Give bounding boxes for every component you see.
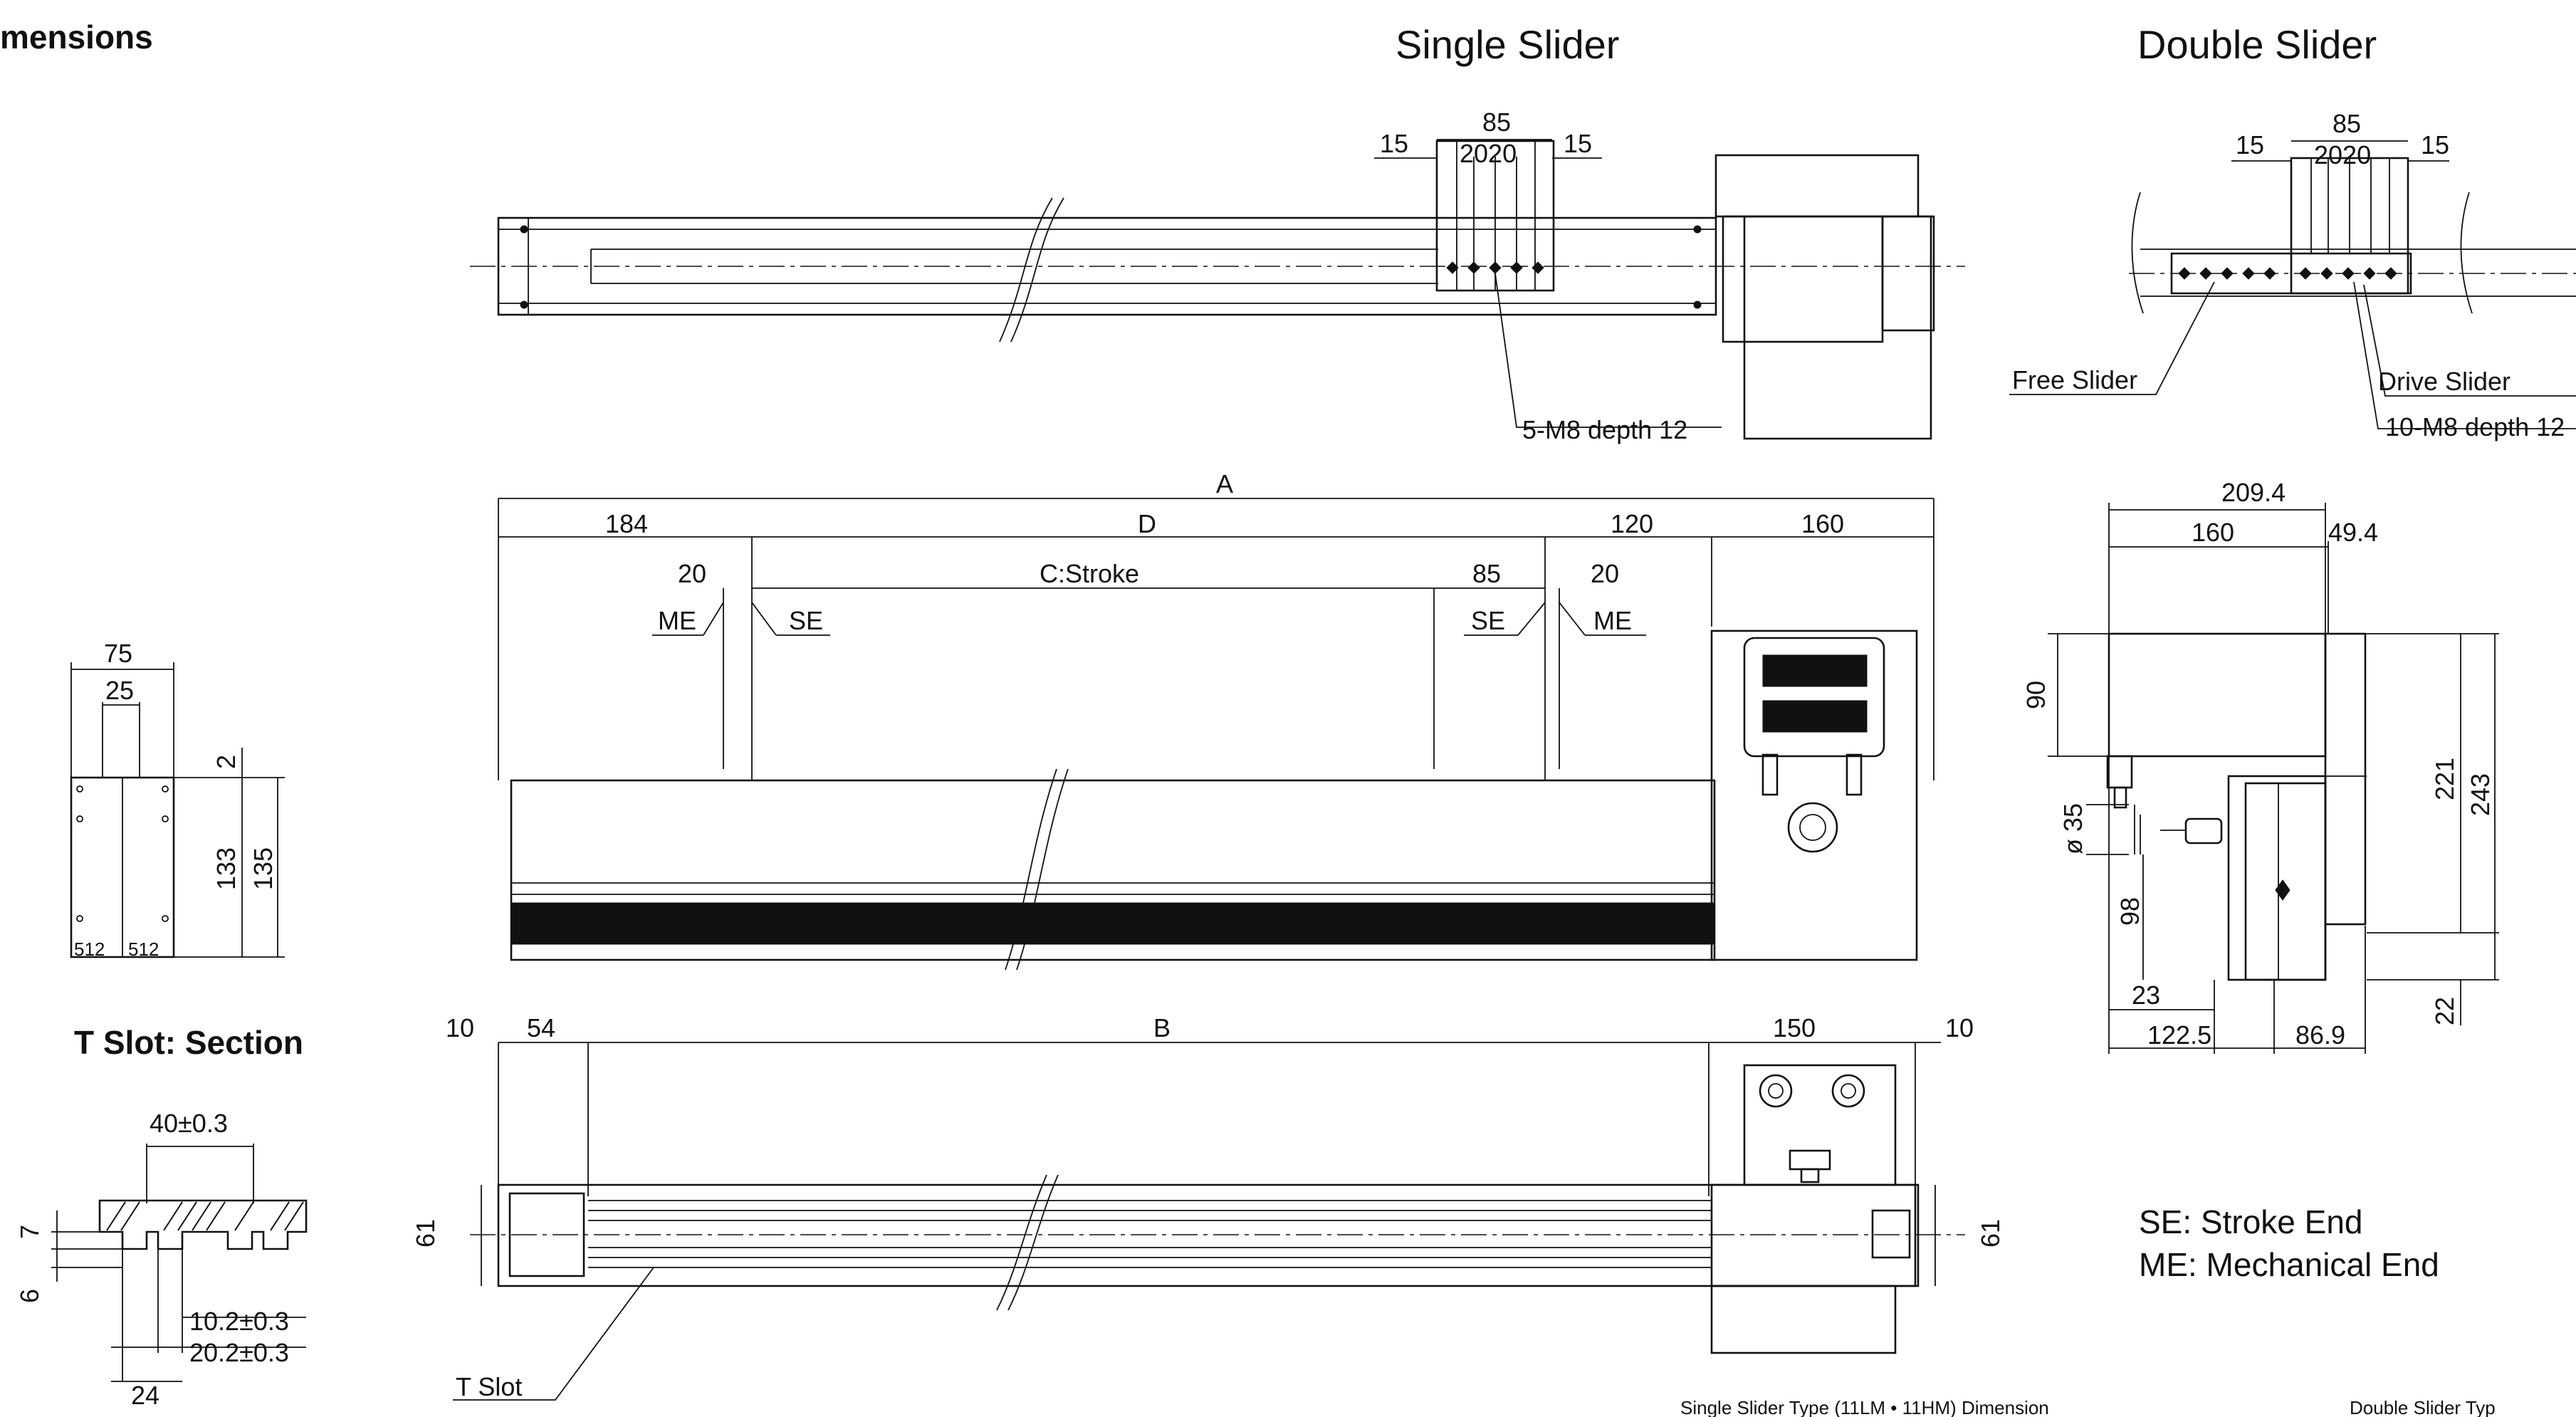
dim-b: B bbox=[1153, 1013, 1171, 1042]
top-view-single: 15 85 2020 15 5-M8 depth 12 bbox=[470, 108, 1965, 444]
dim-120: 120 bbox=[1611, 509, 1653, 538]
dim-t-40: 40±0.3 bbox=[150, 1109, 228, 1138]
dim-10-right: 10 bbox=[1945, 1013, 1974, 1042]
dim-61-right: 61 bbox=[1976, 1219, 2005, 1248]
double-slider-top-view: 15 85 2020 15 Free Slider Drive Slider 1… bbox=[2009, 109, 2576, 441]
section-title: mensions bbox=[0, 19, 153, 56]
slider-holes-double bbox=[2178, 267, 2397, 280]
dim-t-6: 6 bbox=[15, 1289, 44, 1303]
dim-r23: 23 bbox=[2132, 981, 2160, 1010]
dim-t-20: 20.2±0.3 bbox=[189, 1338, 289, 1367]
single-slider-heading: Single Slider bbox=[1396, 22, 1619, 67]
bottom-view: 10 54 B 150 10 61 61 bbox=[411, 1013, 2005, 1401]
dim-t-10: 10.2±0.3 bbox=[189, 1307, 289, 1336]
dim-dbl-85: 85 bbox=[2332, 109, 2361, 138]
dim-10-left: 10 bbox=[446, 1013, 474, 1042]
label-se-right: SE bbox=[1471, 606, 1505, 635]
t-slot-section: T Slot: Section 40±0.3 7 6 10.2±0.3 2 bbox=[15, 1024, 308, 1410]
dim-49: 49.4 bbox=[2328, 518, 2378, 547]
dim-dbl-15-left: 15 bbox=[2236, 130, 2264, 160]
dim-t-24: 24 bbox=[131, 1381, 159, 1410]
dim-160: 160 bbox=[1801, 509, 1844, 538]
end-view: 75 25 512 512 2 133 135 bbox=[70, 639, 285, 960]
dim-2: 2 bbox=[211, 755, 241, 769]
t-slot-hatching bbox=[106, 1201, 304, 1231]
dim-54: 54 bbox=[527, 1013, 555, 1042]
callout-t-slot: T Slot bbox=[456, 1372, 522, 1401]
dim-85: 85 bbox=[1472, 559, 1501, 588]
dim-top-2020: 2020 bbox=[1460, 139, 1517, 168]
rail-grooves bbox=[588, 1200, 1712, 1268]
motor-connector-fins bbox=[1762, 654, 1868, 733]
slider-holes-single bbox=[1446, 261, 1544, 274]
double-slider-heading: Double Slider bbox=[2137, 22, 2377, 67]
dim-dbl-2020: 2020 bbox=[2314, 140, 2371, 169]
dim-r22: 22 bbox=[2430, 997, 2459, 1025]
callout-free-slider: Free Slider bbox=[2012, 365, 2137, 394]
dim-512-a: 512 bbox=[74, 938, 105, 960]
dim-r221: 221 bbox=[2430, 758, 2459, 800]
caption-double: Double Slider Typ bbox=[2350, 1397, 2496, 1417]
right-side-view: 209.4 160 49.4 90 ø 35 98 221 243 bbox=[2021, 478, 2499, 1054]
legend-me: ME: Mechanical End bbox=[2139, 1246, 2439, 1283]
callout-single-holes: 5-M8 depth 12 bbox=[1522, 415, 1687, 444]
caption-single: Single Slider Type (11LM • 11HM) Dimensi… bbox=[1680, 1397, 2049, 1417]
legend-se: SE: Stroke End bbox=[2139, 1203, 2363, 1240]
dim-d: D bbox=[1138, 509, 1156, 538]
dim-top-15-right: 15 bbox=[1564, 129, 1592, 158]
dim-r86: 86.9 bbox=[2295, 1020, 2345, 1050]
dim-r90: 90 bbox=[2021, 681, 2051, 709]
dim-75: 75 bbox=[104, 639, 132, 668]
label-me-right: ME bbox=[1593, 606, 1632, 635]
dim-25: 25 bbox=[105, 676, 134, 705]
dim-r98: 98 bbox=[2115, 897, 2145, 926]
dim-dbl-15-right: 15 bbox=[2421, 130, 2449, 160]
dim-top-15-left: 15 bbox=[1380, 129, 1408, 158]
dim-r122: 122.5 bbox=[2147, 1020, 2211, 1050]
dim-184: 184 bbox=[605, 509, 648, 538]
t-slot-section-heading: T Slot: Section bbox=[74, 1024, 303, 1061]
dim-r243: 243 bbox=[2466, 773, 2495, 816]
dim-61-left: 61 bbox=[411, 1219, 440, 1248]
dim-a: A bbox=[1216, 469, 1233, 498]
dim-150: 150 bbox=[1773, 1013, 1816, 1042]
dim-209: 209.4 bbox=[2221, 478, 2286, 507]
dim-135: 135 bbox=[248, 847, 278, 890]
callout-drive-slider: Drive Slider bbox=[2378, 367, 2510, 396]
dim-r35: ø 35 bbox=[2058, 803, 2088, 854]
callout-double-holes: 10-M8 depth 12 bbox=[2385, 412, 2565, 441]
label-me-left: ME bbox=[658, 606, 696, 635]
dim-top-85: 85 bbox=[1482, 108, 1511, 137]
dim-t-7: 7 bbox=[15, 1225, 44, 1239]
dim-512-b: 512 bbox=[128, 938, 159, 960]
label-se-left: SE bbox=[789, 606, 823, 635]
dim-20-right: 20 bbox=[1591, 559, 1619, 588]
dim-133: 133 bbox=[211, 847, 241, 890]
dim-20-left: 20 bbox=[678, 559, 706, 588]
front-view: A 184 D 120 160 20 ME SE C:Stroke 85 SE … bbox=[498, 469, 1934, 971]
dim-r160: 160 bbox=[2192, 518, 2234, 547]
dim-stroke: C:Stroke bbox=[1040, 559, 1139, 588]
